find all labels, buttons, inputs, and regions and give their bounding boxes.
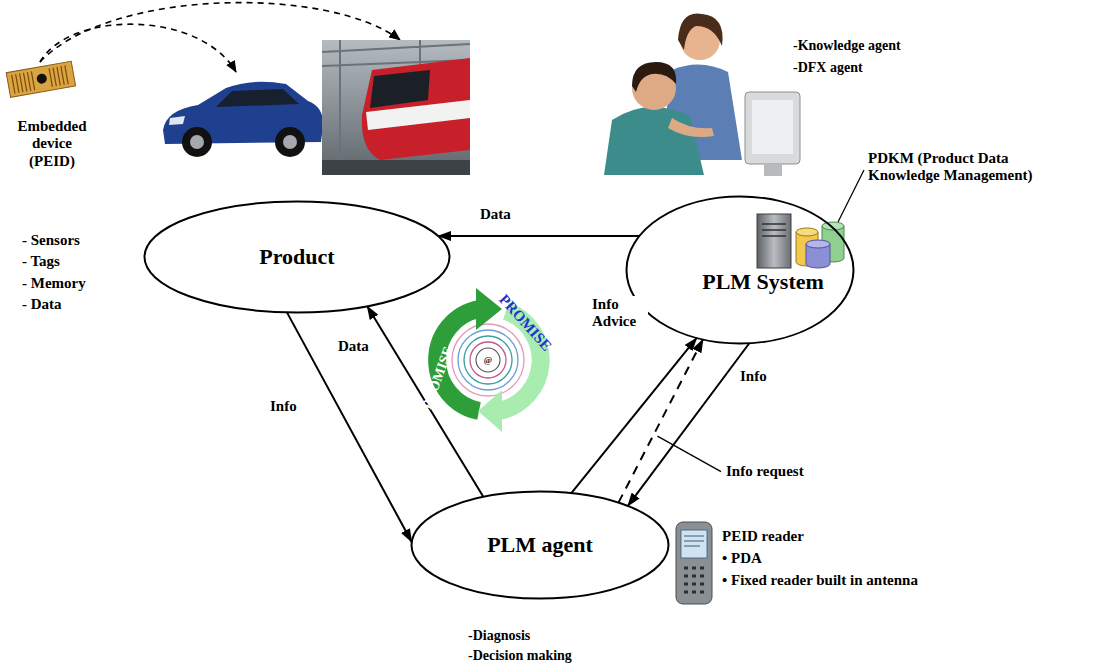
annotation-text: @ — [483, 355, 493, 365]
edge-label: Info — [738, 368, 769, 385]
logo-arrowhead — [478, 390, 502, 432]
leader-line — [657, 436, 721, 472]
logo-arrowhead — [476, 288, 502, 330]
train-windshield — [370, 70, 430, 108]
annotation-text: -DFX agent — [793, 60, 863, 76]
chip-dot — [36, 73, 48, 85]
train-platform — [322, 160, 470, 175]
chip-body — [6, 61, 75, 97]
edge-label: Info Advice — [590, 296, 648, 331]
ellipse-outline — [145, 202, 450, 313]
logo-ring — [476, 348, 500, 372]
embed-arrow — [40, 24, 236, 72]
database-top — [796, 228, 818, 236]
annotation-text: PDKM (Product Data Knowledge Management) — [868, 150, 1058, 185]
monitor — [745, 92, 800, 164]
people-picture — [604, 14, 800, 176]
annotation-text: - Sensors — [22, 232, 80, 249]
database-top — [806, 240, 830, 248]
car-hub — [283, 135, 297, 149]
node-title: Product — [259, 244, 334, 269]
man-body — [604, 107, 704, 175]
woman-hair — [678, 14, 723, 50]
edge-label: Info — [268, 398, 299, 415]
logo-ring — [464, 336, 512, 384]
peid-chip — [6, 61, 75, 97]
ellipse-node: PLM agent — [410, 490, 670, 600]
car-picture — [163, 82, 323, 157]
car-wheel — [275, 127, 305, 157]
phone-screen-lines — [684, 536, 704, 546]
server-picture — [757, 214, 844, 268]
phone-picture — [676, 522, 712, 604]
edge-label: Data — [336, 338, 371, 355]
annotation-text: - Tags — [22, 253, 60, 270]
man-hair — [632, 62, 676, 92]
monitor-screen — [752, 100, 793, 154]
server-tower — [757, 214, 791, 268]
annotation-text: PROMISE — [495, 291, 555, 355]
edge-label: Data — [478, 206, 513, 223]
node-title: PLM System — [702, 269, 824, 294]
train-picture — [322, 40, 470, 175]
station-background — [322, 40, 470, 175]
annotation-text: -Diagnosis — [468, 628, 530, 644]
annotation-text: • Fixed reader built in antenna — [722, 572, 918, 589]
flow-arrow — [628, 343, 749, 506]
man-arm — [668, 118, 714, 137]
annotation-text: - Data — [22, 296, 62, 313]
annotation-text: Embedded device (PEID) — [8, 118, 96, 170]
phone-screen — [681, 530, 707, 558]
ellipse-outline — [627, 197, 854, 344]
annotation-text: -Decision making — [468, 648, 572, 664]
car-window — [216, 89, 299, 107]
train-body — [362, 58, 470, 160]
chip-stripes — [12, 65, 68, 93]
server-slots — [762, 224, 786, 236]
annotation-text: - Memory — [22, 275, 86, 292]
flow-arrow — [367, 306, 483, 497]
monitor-stand — [764, 164, 782, 176]
ellipse-node: PLM System — [625, 195, 855, 345]
ellipse-node: Product — [143, 200, 451, 314]
leader-line — [838, 170, 864, 222]
annotation-text: • PDA — [722, 550, 762, 567]
annotation-text: PEID reader — [722, 528, 804, 545]
phone-keys — [684, 568, 704, 592]
car-hub — [190, 135, 204, 149]
edge-label: Info request — [724, 463, 806, 480]
logo-ring — [470, 342, 506, 378]
logo-ring — [452, 324, 524, 396]
phone-body — [676, 522, 712, 604]
station-roof — [322, 40, 470, 175]
logo-ring — [458, 330, 518, 390]
annotation-text: -Knowledge agent — [793, 38, 901, 54]
flow-arrow — [571, 338, 696, 493]
car-wheel — [182, 127, 212, 157]
flow-arrow — [438, 235, 639, 237]
car-headlight — [169, 116, 185, 125]
ellipse-outline — [412, 492, 669, 599]
node-title: PLM agent — [487, 532, 593, 557]
